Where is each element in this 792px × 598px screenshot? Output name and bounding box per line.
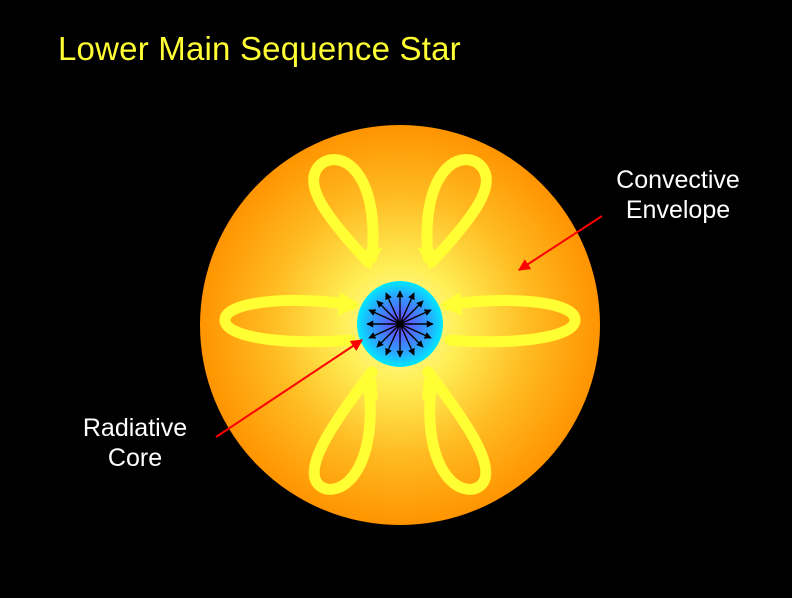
- convection-loop-left: [219, 294, 358, 348]
- convection-loop-upper-left: [308, 154, 379, 268]
- convection-loop-right: [442, 294, 581, 348]
- convection-arrowheads: [338, 248, 462, 400]
- core-pointer-arrow: [215, 339, 363, 438]
- radiative-core-label: Radiative Core: [60, 413, 210, 473]
- envelope-pointer-arrow: [517, 215, 603, 271]
- convection-loops: [219, 154, 581, 495]
- core-label-line2: Core: [107, 444, 163, 472]
- convection-loop-upper-right: [421, 154, 492, 268]
- convection-loop-lower-left: [308, 366, 378, 495]
- slide-title: Lower Main Sequence Star: [58, 30, 461, 67]
- radiation-arrows: [366, 290, 434, 358]
- envelope-label-line1: Convective: [616, 166, 740, 194]
- convection-loop-lower-right: [422, 366, 492, 495]
- envelope-label-line2: Envelope: [625, 196, 731, 224]
- convective-envelope-label: Convective Envelope: [596, 165, 760, 225]
- core-label-line1: Radiative: [82, 414, 188, 442]
